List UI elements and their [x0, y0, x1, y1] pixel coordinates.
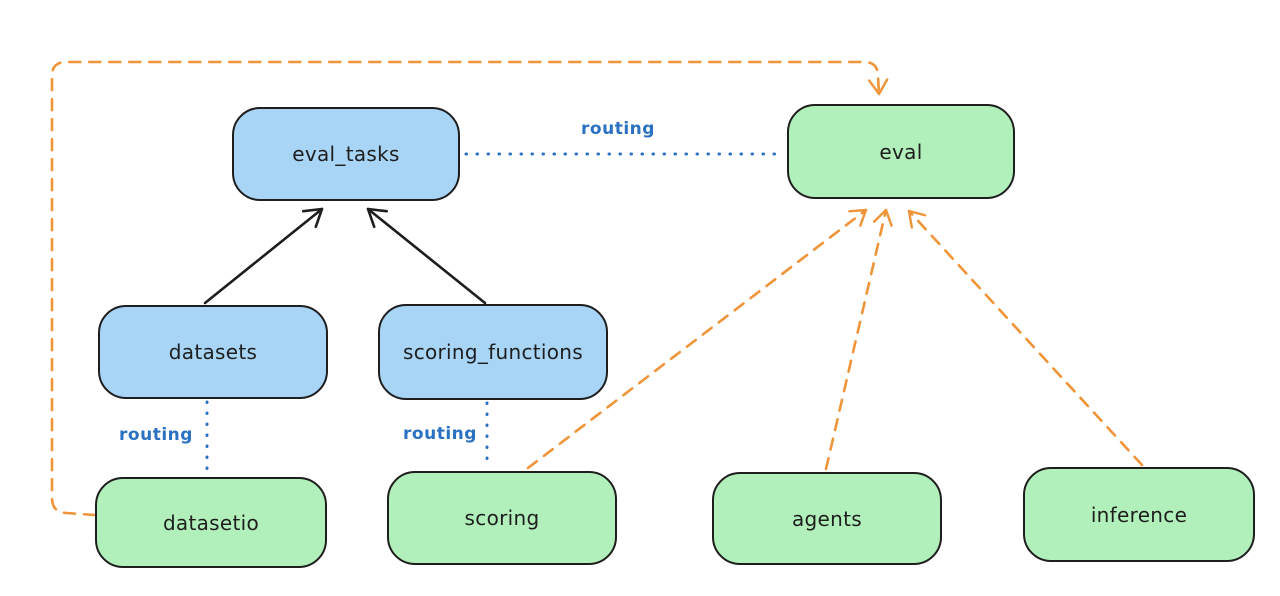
node-agents: agents: [712, 472, 942, 565]
edge-label-routing-eval-tasks-eval: routing: [581, 119, 655, 139]
edge-inference-to-eval: [907, 209, 1144, 467]
edge-datasetio-to-eval: [50, 60, 889, 517]
node-datasetio-label: datasetio: [162, 510, 260, 535]
node-eval-label: eval: [879, 139, 923, 164]
node-scoring: scoring: [387, 471, 617, 565]
edge-label-routing-scoring-functions-scoring: routing: [403, 424, 477, 444]
node-inference: inference: [1023, 467, 1255, 562]
node-datasetio: datasetio: [95, 477, 327, 568]
node-scoring-functions-label: scoring_functions: [402, 340, 584, 364]
node-scoring-label: scoring: [464, 506, 540, 530]
edge-scoring-to-eval: [526, 208, 868, 470]
edge-label-routing-datasets-datasetio: routing: [119, 425, 193, 445]
node-eval-tasks-label: eval_tasks: [292, 142, 400, 166]
node-scoring-functions: scoring_functions: [378, 304, 608, 400]
node-datasets-label: datasets: [168, 340, 258, 364]
node-inference-label: inference: [1090, 502, 1188, 527]
node-eval-tasks: eval_tasks: [232, 107, 460, 201]
edge-agents-to-eval: [824, 208, 893, 471]
node-agents-label: agents: [792, 506, 862, 531]
edge-datasets-to-eval-tasks: [203, 207, 324, 305]
node-eval: eval: [787, 104, 1015, 199]
node-datasets: datasets: [98, 305, 328, 399]
edge-scoring-functions-to-eval-tasks: [366, 207, 487, 305]
